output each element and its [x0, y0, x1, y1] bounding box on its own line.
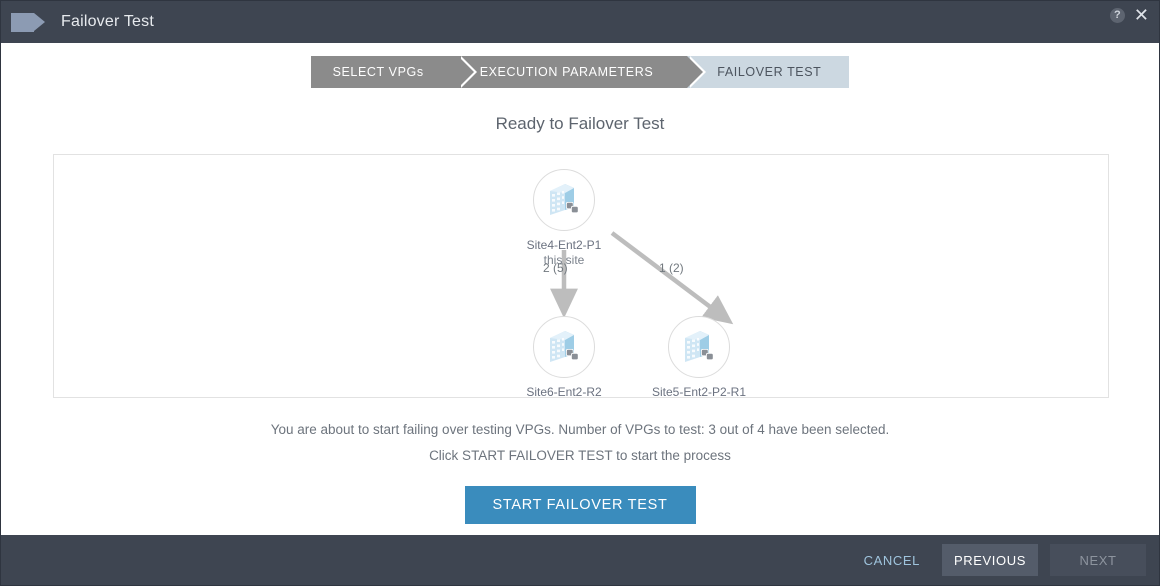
dialog-titlebar: Failover Test ? ✕ [1, 1, 1159, 43]
site-icon-circle [533, 169, 595, 231]
step-select-vpgs[interactable]: SELECT VPGs [310, 56, 477, 88]
site-node-top[interactable]: Site4-Ent2-P1 this site [494, 169, 634, 267]
description-line-2: Click START FAILOVER TEST to start the p… [429, 448, 731, 463]
step-label: FAILOVER TEST [717, 65, 822, 79]
titlebar-actions: ? ✕ [1109, 5, 1149, 26]
dialog-footer: CANCEL PREVIOUS NEXT [1, 535, 1159, 585]
link-badge-icon [566, 202, 579, 213]
app-flag-icon [11, 12, 45, 32]
previous-button[interactable]: PREVIOUS [942, 544, 1038, 576]
link-badge-icon [701, 349, 714, 360]
description-text: You are about to start failing over test… [1, 417, 1159, 469]
datacenter-icon [685, 331, 714, 362]
site-node-label: Site4-Ent2-P1 [526, 238, 602, 252]
step-failover-test[interactable]: FAILOVER TEST [687, 56, 850, 88]
wizard-steps: SELECT VPGs EXECUTION PARAMETERS FAILOVE… [1, 43, 1159, 88]
page-title: Ready to Failover Test [495, 114, 665, 133]
datacenter-icon [550, 184, 579, 215]
site-node-left[interactable]: Site6-Ent2-R2 [494, 316, 634, 400]
site-node-sublabel: this site [543, 253, 585, 267]
topology-diagram-panel: Site4-Ent2-P1 this site [53, 154, 1109, 400]
edge-label-top-to-right: 1 (2) [659, 261, 684, 275]
site-icon-circle [668, 316, 730, 378]
link-badge-icon [566, 349, 579, 360]
description-line-1: You are about to start failing over test… [270, 422, 890, 437]
step-label: SELECT VPGs [332, 65, 424, 79]
site-node-right[interactable]: Site5-Ent2-P2-R1 [629, 316, 769, 400]
step-label: EXECUTION PARAMETERS [479, 65, 654, 79]
step-chevron-icon [687, 56, 704, 88]
cancel-button[interactable]: CANCEL [854, 547, 930, 574]
step-execution-parameters[interactable]: EXECUTION PARAMETERS [457, 56, 707, 88]
close-icon[interactable]: ✕ [1133, 5, 1149, 26]
dialog-title: Failover Test [61, 13, 155, 30]
dialog-content: SELECT VPGs EXECUTION PARAMETERS FAILOVE… [1, 43, 1159, 535]
site-node-label: Site6-Ent2-R2 [526, 385, 602, 399]
primary-action-wrap: START FAILOVER TEST [1, 486, 1159, 524]
site-node-label: Site5-Ent2-P2-R1 [651, 385, 747, 399]
edge-label-top-to-left: 2 (5) [543, 261, 568, 275]
start-failover-test-button[interactable]: START FAILOVER TEST [464, 486, 696, 524]
step-chevron-icon [457, 56, 474, 88]
site-icon-circle [533, 316, 595, 378]
next-button[interactable]: NEXT [1050, 544, 1146, 576]
datacenter-icon [550, 331, 579, 362]
help-icon[interactable]: ? [1109, 8, 1125, 23]
